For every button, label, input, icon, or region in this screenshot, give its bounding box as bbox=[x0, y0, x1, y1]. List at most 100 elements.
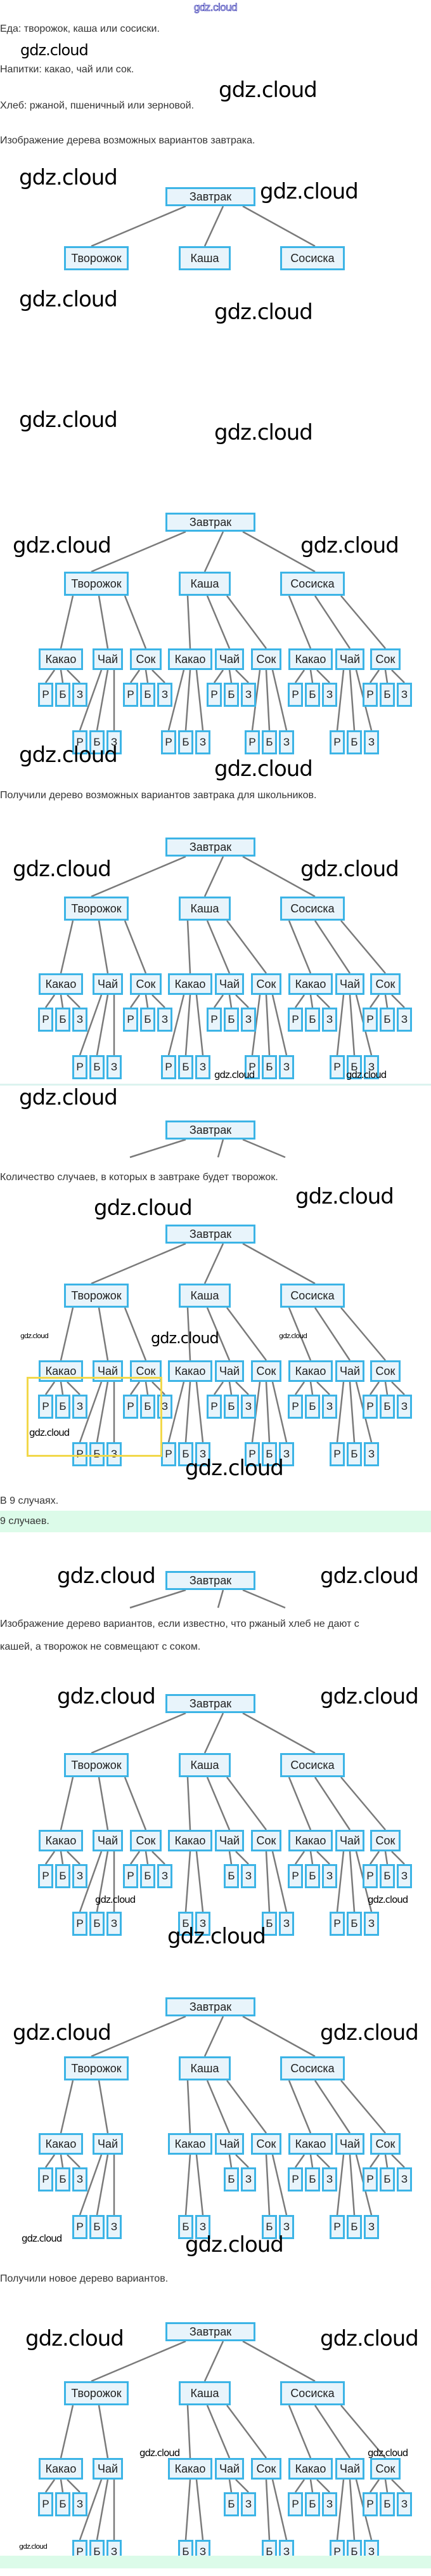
drink-node: Сок bbox=[370, 2458, 401, 2480]
drink-node: Сок bbox=[251, 1360, 281, 1382]
tree-edge bbox=[271, 2154, 288, 2216]
tree-edge bbox=[60, 994, 64, 1008]
tree-edge bbox=[91, 1712, 186, 1754]
tree-edge bbox=[309, 994, 314, 1008]
drink-node: Сок bbox=[130, 973, 162, 995]
bread-leaf-node: Б bbox=[55, 683, 70, 707]
bread-leaf-node: Р bbox=[161, 1442, 176, 1466]
tree-edge bbox=[145, 994, 149, 1008]
tree-edge bbox=[349, 994, 356, 1056]
tree-edge bbox=[242, 2015, 316, 2058]
bread-leaf-node: З bbox=[195, 1055, 210, 1079]
tree-edge bbox=[384, 1851, 389, 1865]
drink-node: Какао bbox=[288, 1360, 333, 1382]
bread-leaf-node: Б bbox=[89, 2215, 105, 2239]
bread-leaf-node: Р bbox=[207, 1395, 222, 1419]
bread-leaf-node: Р bbox=[363, 683, 378, 707]
food-node: Творожок bbox=[64, 1284, 129, 1308]
bread-leaf-node: Б bbox=[224, 1395, 239, 1419]
bread-leaf-node: Р bbox=[330, 1912, 345, 1936]
bread-leaf-node: Р bbox=[207, 1008, 222, 1032]
tree-edge bbox=[384, 669, 389, 683]
tree-edge bbox=[242, 1242, 316, 1285]
tree-edge bbox=[336, 669, 345, 731]
tree-edge bbox=[391, 2479, 405, 2493]
bread-leaf-node: З bbox=[241, 1864, 256, 1888]
bread-leaf-node: Р bbox=[38, 683, 53, 707]
tree-edge bbox=[206, 920, 231, 974]
watermark: gdz.cloud bbox=[13, 2020, 112, 2046]
tree-edge bbox=[336, 2479, 345, 2540]
tree-diagram-root-2: Завтрак bbox=[0, 1570, 431, 1620]
bread-leaf-node: Р bbox=[363, 1008, 378, 1032]
tree-edge bbox=[91, 2015, 186, 2058]
root-node: Завтрак bbox=[165, 1694, 255, 1713]
bread-leaf-node: Б bbox=[224, 2492, 239, 2516]
tree-edge bbox=[60, 1381, 64, 1395]
bread-leaf-node: Б bbox=[224, 1864, 239, 1888]
watermark: gdz.cloud bbox=[151, 1329, 219, 1347]
tree-edge bbox=[60, 1851, 64, 1865]
bread-leaf-node: З bbox=[397, 1395, 412, 1419]
tree-edge bbox=[265, 1381, 271, 1443]
food-node: Каша bbox=[179, 2381, 231, 2405]
bread-leaf-node: З bbox=[72, 1864, 87, 1888]
tree-edge bbox=[271, 1381, 288, 1443]
tree-edge bbox=[242, 205, 316, 247]
bread-leaf-node: Б bbox=[178, 1055, 193, 1079]
root-node: Завтрак bbox=[165, 513, 255, 532]
tree-edge bbox=[98, 2080, 109, 2134]
tree-edge bbox=[391, 669, 405, 683]
drink-node: Какао bbox=[288, 2458, 333, 2480]
bread-leaf-node: Р bbox=[38, 2167, 53, 2192]
drink-node: Чай bbox=[93, 2458, 123, 2480]
food-node: Творожок bbox=[64, 2056, 129, 2080]
tree-edge bbox=[349, 2479, 356, 2540]
tree-edge bbox=[44, 1851, 56, 1865]
bread-leaf-node: З bbox=[195, 730, 210, 754]
bread-leaf-node: Р bbox=[72, 730, 87, 754]
bread-leaf-node: З bbox=[106, 1912, 122, 1936]
tree-edge bbox=[186, 2080, 191, 2134]
bread-leaf-node: З bbox=[157, 1864, 172, 1888]
tree-edge bbox=[60, 2080, 74, 2134]
tree-edge bbox=[226, 2080, 267, 2134]
tree-edge bbox=[294, 669, 306, 683]
tree-edge bbox=[226, 1307, 267, 1361]
drink-node: Какао bbox=[168, 1830, 212, 1851]
bread-leaf-node: З bbox=[279, 730, 294, 754]
bread-leaf-node: Б bbox=[305, 1395, 320, 1419]
watermark: gdz.cloud bbox=[20, 41, 89, 59]
tree-edge bbox=[203, 1712, 224, 1754]
bread-line: Хлеб: ржаной, пшеничный или зерновой. bbox=[0, 100, 195, 111]
tree-edge bbox=[213, 669, 224, 683]
tree-edge bbox=[271, 669, 288, 731]
tree-edge bbox=[288, 920, 312, 974]
tree-edge bbox=[235, 994, 249, 1008]
bread-leaf-node: Б bbox=[140, 683, 155, 707]
tree-edge bbox=[195, 1381, 204, 1443]
watermark: gdz.cloud bbox=[214, 299, 313, 325]
watermark: gdz.cloud bbox=[300, 533, 399, 558]
bread-leaf-node: З bbox=[322, 1008, 337, 1032]
tree-edge bbox=[309, 1381, 314, 1395]
root-node: Завтрак bbox=[165, 1120, 255, 1140]
tree-edge bbox=[369, 2479, 380, 2493]
drink-node: Сок bbox=[251, 2133, 281, 2155]
tree-edge bbox=[271, 2479, 288, 2540]
bread-leaf-node: З bbox=[279, 1055, 294, 1079]
tree-edge bbox=[314, 2080, 351, 2134]
bread-leaf-node: З bbox=[322, 1864, 337, 1888]
tree-edge bbox=[96, 2479, 109, 2540]
bread-leaf-node: Б bbox=[305, 2492, 320, 2516]
bread-leaf-node: Б bbox=[262, 730, 277, 754]
tree-edge bbox=[79, 994, 103, 1056]
food-node: Каша bbox=[179, 246, 231, 270]
bread-leaf-node: Б bbox=[305, 683, 320, 707]
tree-edge bbox=[98, 595, 109, 649]
bread-leaf-node: Б bbox=[178, 730, 193, 754]
bread-leaf-node: Б bbox=[89, 1055, 105, 1079]
tree-edge bbox=[98, 1777, 109, 1830]
bread-leaf-node: З bbox=[322, 1395, 337, 1419]
watermark: gdz.cloud bbox=[139, 2447, 180, 2459]
